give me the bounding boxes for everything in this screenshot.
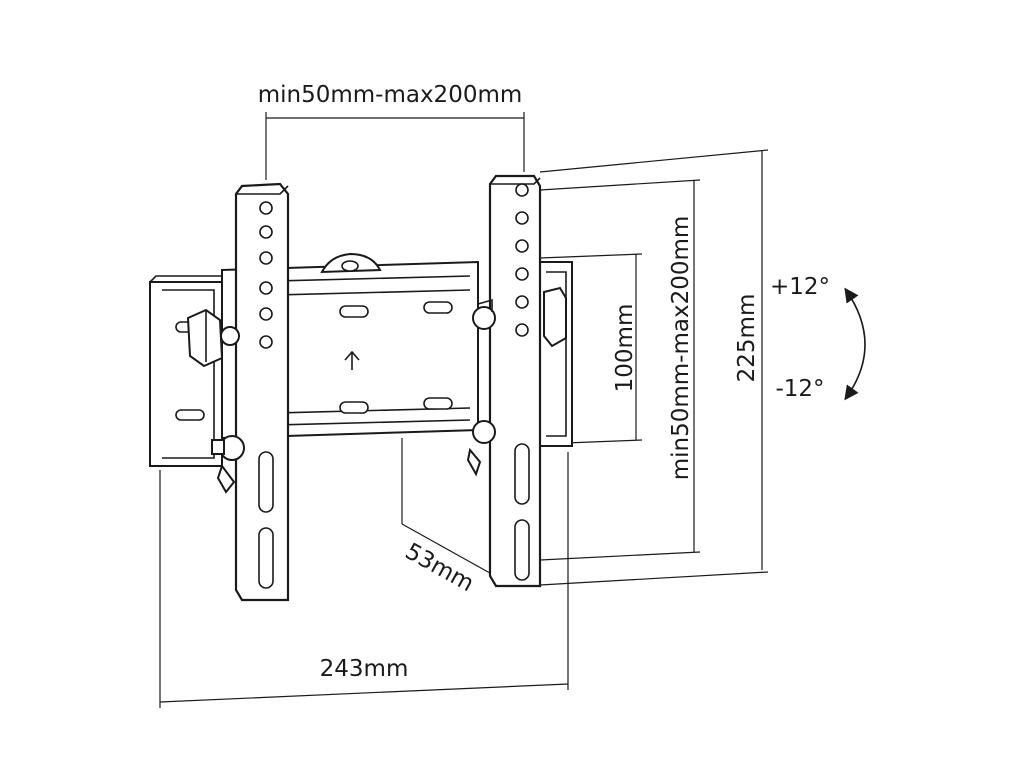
center-plate-slot <box>339 401 369 414</box>
up-arrow-icon <box>344 350 360 370</box>
plate-height-label: 100mm <box>612 304 638 393</box>
tilt-knob <box>543 286 567 348</box>
total-height-top-extension <box>539 149 769 173</box>
vertical-span-top-extension <box>539 179 701 191</box>
wall-plate-left-flange <box>149 281 223 467</box>
arm-hole <box>259 201 273 215</box>
total-height-bottom-extension <box>539 571 769 586</box>
total-height-label: 225mm <box>734 294 760 383</box>
depth-label: 53mm <box>401 539 478 598</box>
arm-hole <box>515 183 529 197</box>
arm-hole <box>259 335 273 349</box>
arm-hole <box>515 295 529 309</box>
tilt-knob <box>186 308 224 368</box>
tilt-down-label: -12° <box>775 376 824 402</box>
arm-slot <box>258 527 274 589</box>
arm-hole <box>515 267 529 281</box>
arm-hole <box>259 251 273 265</box>
arm-hole <box>515 323 529 337</box>
center-plate-slot <box>423 397 453 410</box>
left-vertical-arm <box>234 182 290 602</box>
right-bottom-bolt <box>466 420 496 477</box>
arm-slot <box>514 443 530 505</box>
plate-height-top-extension <box>539 253 643 259</box>
vertical-span-label: min50mm-max200mm <box>668 216 694 481</box>
arm-hole <box>259 281 273 295</box>
left-knob <box>186 308 240 368</box>
top-width-label: min50mm-max200mm <box>258 82 523 108</box>
wall-plate-slot <box>175 409 205 421</box>
arm-slot <box>258 451 274 513</box>
center-plate-slot <box>423 301 453 314</box>
arm-hole <box>515 239 529 253</box>
arm-hole <box>259 225 273 239</box>
arm-hole <box>515 211 529 225</box>
vertical-span-bottom-extension <box>539 551 701 561</box>
arm-slot <box>514 519 530 581</box>
right-knob <box>543 286 567 348</box>
right-vertical-arm <box>488 174 542 588</box>
tilt-up-label: +12° <box>770 274 830 300</box>
center-plate-slot <box>339 305 369 318</box>
depth-dimension-line <box>401 523 507 583</box>
curved-double-arrow-icon <box>844 287 866 401</box>
left-bottom-bolt <box>211 435 245 494</box>
right-top-bolt <box>472 298 496 330</box>
arm-hole <box>259 307 273 321</box>
total-width-label: 243mm <box>320 656 409 682</box>
left-arm-body <box>234 182 290 602</box>
total-width-dimension-line <box>159 683 569 703</box>
